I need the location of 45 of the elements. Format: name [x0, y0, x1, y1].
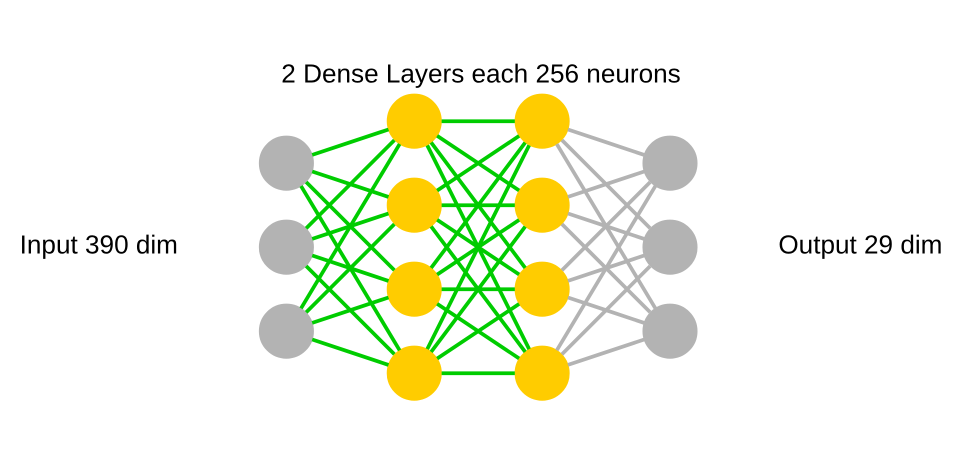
- connector: [567, 127, 645, 156]
- node-circle: [386, 177, 442, 232]
- connector: [555, 184, 657, 351]
- node-circle: [258, 219, 314, 274]
- connector: [560, 222, 652, 314]
- connector: [299, 184, 402, 351]
- diagram-title: 2 Dense Layers each 256 neurons: [281, 58, 681, 88]
- connector: [560, 264, 652, 356]
- node-circle: [514, 261, 570, 316]
- connector: [312, 337, 390, 366]
- connector: [304, 222, 396, 314]
- label: Input 390 dim: [20, 229, 178, 260]
- connector: [555, 142, 657, 309]
- connector: [312, 211, 390, 240]
- node-circle: [642, 219, 698, 274]
- connector: [567, 169, 645, 198]
- node-circle: [514, 93, 570, 148]
- connector: [304, 138, 396, 230]
- node-circle: [258, 135, 314, 190]
- connector: [560, 180, 652, 272]
- node-circle: [642, 135, 698, 190]
- connector: [560, 138, 652, 230]
- connector: [442, 370, 515, 375]
- connector: [567, 253, 645, 282]
- node-circle: [386, 345, 442, 400]
- connector: [312, 127, 390, 156]
- connector: [312, 253, 390, 282]
- connector: [567, 211, 645, 240]
- connector: [442, 286, 515, 291]
- label: Output 29 dim: [778, 229, 942, 260]
- connector: [304, 180, 396, 272]
- node-circle: [386, 93, 442, 148]
- connector: [567, 337, 645, 366]
- node-circle: [258, 303, 314, 358]
- connector: [299, 142, 402, 309]
- node-circle: [514, 345, 570, 400]
- connector: [442, 202, 515, 207]
- node-circle: [642, 303, 698, 358]
- connector: [304, 264, 396, 356]
- connector: [312, 295, 390, 324]
- connector: [567, 295, 645, 324]
- node-circle: [514, 177, 570, 232]
- connector: [312, 169, 390, 198]
- node-circle: [386, 261, 442, 316]
- connector: [442, 118, 515, 123]
